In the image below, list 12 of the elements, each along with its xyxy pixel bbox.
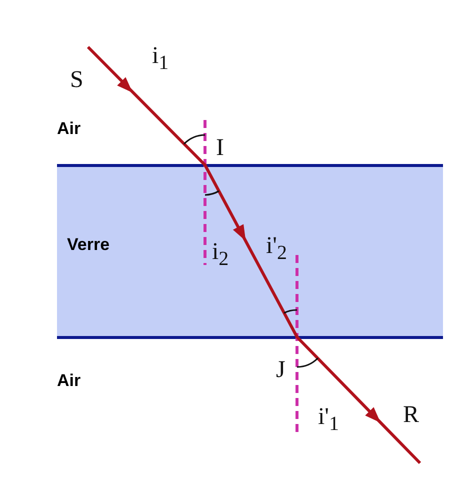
angle-label: i'$_{2}$ — [266, 234, 287, 263]
glass-slab — [57, 164, 443, 339]
angle-label: i'$_{1}$ — [318, 405, 339, 434]
point-label: J — [276, 358, 286, 382]
angle-label: i$_{2}$ — [212, 240, 229, 269]
point-label: I — [216, 136, 224, 160]
angle-label: i$_{1}$ — [152, 44, 169, 73]
point-label: S — [70, 68, 84, 92]
point-label: R — [403, 403, 420, 427]
medium-label: Air — [57, 372, 81, 389]
medium-label: Air — [57, 120, 81, 137]
medium-label: Verre — [67, 236, 110, 253]
